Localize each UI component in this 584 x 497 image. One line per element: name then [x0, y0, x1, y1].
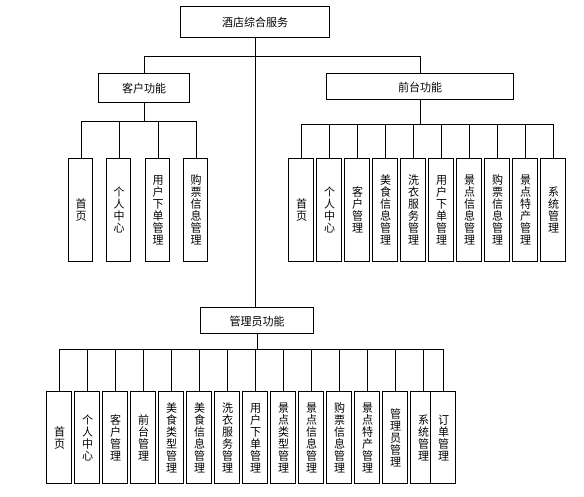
- admin-item: 美食信息管理: [186, 391, 212, 484]
- admin-item: 景点类型管理: [270, 391, 296, 484]
- frontdesk-item-connector: [357, 124, 358, 159]
- admin-item-connector: [59, 349, 60, 392]
- admin-item: 景点信息管理: [298, 391, 324, 484]
- admin-item: 个人中心: [74, 391, 100, 484]
- frontdesk-item-connector: [441, 124, 442, 159]
- admin-item-connector: [283, 349, 284, 392]
- frontdesk-item-connector: [329, 124, 330, 159]
- frontdesk-item: 客户管理: [344, 158, 370, 262]
- frontdesk-item: 景点信息管理: [456, 158, 482, 262]
- admin-item: 管理员管理: [382, 391, 408, 484]
- customer-stem-line: [144, 103, 145, 122]
- customer-bus-line: [81, 121, 197, 122]
- root-trunk-line: [255, 38, 256, 308]
- frontdesk-item: 系统管理: [540, 158, 566, 262]
- customer-item-connector: [158, 121, 159, 159]
- admin-item: 洗衣服务管理: [214, 391, 240, 484]
- admin-item: 景点特产管理: [354, 391, 380, 484]
- root-node: 酒店综合服务: [180, 6, 330, 38]
- frontdesk-item-connector: [385, 124, 386, 159]
- frontdesk-item: 美食信息管理: [372, 158, 398, 262]
- admin-item: 客户管理: [102, 391, 128, 484]
- admin-item: 购票信息管理: [326, 391, 352, 484]
- frontdesk-item-connector: [413, 124, 414, 159]
- customer-item: 用户下单管理: [145, 158, 170, 262]
- frontdesk-item-connector: [525, 124, 526, 159]
- admin-item-connector: [115, 349, 116, 392]
- customer-item: 购票信息管理: [183, 158, 208, 262]
- admin-item-connector: [311, 349, 312, 392]
- frontdesk-item-connector: [301, 124, 302, 159]
- frontdesk-item-connector: [469, 124, 470, 159]
- admin-item-connector: [395, 349, 396, 392]
- admin-bus-line: [59, 349, 444, 350]
- frontdesk-functions-node: 前台功能: [326, 73, 514, 100]
- admin-item-connector: [171, 349, 172, 392]
- frontdesk-bus-line: [301, 124, 554, 125]
- frontdesk-item: 洗衣服务管理: [400, 158, 426, 262]
- admin-item-connector: [87, 349, 88, 392]
- admin-item: 订单管理: [430, 391, 456, 484]
- customer-drop-line: [144, 56, 145, 74]
- frontdesk-drop-line: [420, 56, 421, 74]
- frontdesk-item: 购票信息管理: [484, 158, 510, 262]
- frontdesk-item: 用户下单管理: [428, 158, 454, 262]
- admin-item-connector: [199, 349, 200, 392]
- admin-item-connector: [339, 349, 340, 392]
- admin-item-connector: [227, 349, 228, 392]
- admin-stem-line: [257, 334, 258, 350]
- customer-item-connector: [196, 121, 197, 159]
- frontdesk-item-connector: [553, 124, 554, 159]
- admin-functions-node: 管理员功能: [200, 307, 314, 334]
- admin-item: 前台管理: [130, 391, 156, 484]
- admin-item-connector: [255, 349, 256, 392]
- admin-item-connector: [443, 349, 444, 392]
- customer-item-connector: [81, 121, 82, 159]
- customer-item: 个人中心: [106, 158, 131, 262]
- frontdesk-item: 景点特产管理: [512, 158, 538, 262]
- root-branch-line: [144, 56, 421, 57]
- customer-functions-node: 客户功能: [98, 73, 190, 103]
- customer-item-connector: [119, 121, 120, 159]
- admin-item-connector: [423, 349, 424, 392]
- customer-item: 首页: [68, 158, 93, 262]
- frontdesk-item: 个人中心: [316, 158, 342, 262]
- admin-item-connector: [143, 349, 144, 392]
- admin-item: 美食类型管理: [158, 391, 184, 484]
- frontdesk-stem-line: [420, 100, 421, 125]
- frontdesk-item-connector: [497, 124, 498, 159]
- admin-item: 首页: [46, 391, 72, 484]
- admin-item-connector: [367, 349, 368, 392]
- frontdesk-item: 首页: [288, 158, 314, 262]
- admin-item: 用户下单管理: [242, 391, 268, 484]
